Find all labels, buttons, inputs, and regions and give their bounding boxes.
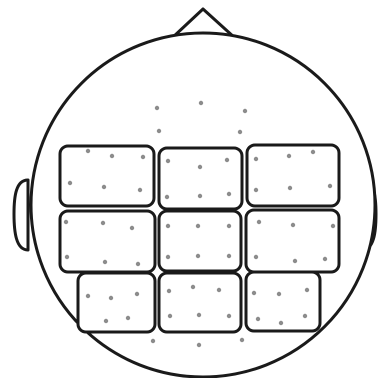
electrode (130, 226, 134, 230)
left-ear (14, 180, 28, 250)
electrode (277, 292, 281, 296)
electrode (291, 223, 295, 227)
electrode (328, 184, 332, 188)
electrode (252, 291, 256, 295)
electrode (287, 154, 291, 158)
electrode (198, 194, 202, 198)
electrode (157, 129, 161, 133)
electrode (64, 220, 68, 224)
electrode (227, 192, 231, 196)
electrode (104, 319, 108, 323)
electrode (198, 165, 202, 169)
electrode (293, 259, 297, 263)
electrode (303, 314, 307, 318)
electrode (196, 224, 200, 228)
electrode (305, 288, 309, 292)
electrode (227, 224, 231, 228)
electrode (257, 220, 261, 224)
electrode (168, 314, 172, 318)
electrode (102, 185, 106, 189)
electrode (288, 186, 292, 190)
electrode (238, 130, 242, 134)
region-box-r2-c2 (159, 211, 241, 271)
electrode (323, 257, 327, 261)
electrode (68, 181, 72, 185)
electrode (217, 288, 221, 292)
electrode (155, 106, 159, 110)
electrode (141, 155, 145, 159)
region-box-r2-c3 (246, 210, 339, 272)
electrode (86, 294, 90, 298)
electrode (279, 321, 283, 325)
electrode (254, 157, 258, 161)
electrode (166, 255, 170, 259)
electrode (110, 154, 114, 158)
electrode (86, 149, 90, 153)
electrode (138, 188, 142, 192)
region-box-r2-c1 (60, 211, 155, 272)
electrode (166, 224, 170, 228)
electrode (165, 195, 169, 199)
electrode (109, 296, 113, 300)
electrode (254, 188, 258, 192)
electrode (167, 289, 171, 293)
region-box-r3-c1 (78, 273, 155, 332)
electrode (101, 221, 105, 225)
electrode (166, 159, 170, 163)
electrode (196, 254, 200, 258)
electrode (256, 317, 260, 321)
electrode (243, 109, 247, 113)
region-box-r1-c3 (247, 145, 339, 206)
electrode (197, 343, 201, 347)
region-boxes (60, 145, 339, 332)
electrode (331, 224, 335, 228)
electrode (199, 101, 203, 105)
electrode (136, 262, 140, 266)
electrode (103, 260, 107, 264)
electrode (227, 314, 231, 318)
region-box-r1-c1 (60, 146, 154, 206)
electrode (151, 339, 155, 343)
electrode (311, 150, 315, 154)
electrode (197, 313, 201, 317)
electrode (126, 316, 130, 320)
electrode (254, 255, 258, 259)
electrode (191, 285, 195, 289)
electrode (225, 158, 229, 162)
region-box-r3-c2 (159, 273, 241, 332)
electrode (227, 254, 231, 258)
electrode (240, 338, 244, 342)
region-box-r1-c2 (159, 148, 242, 209)
electrode (135, 292, 139, 296)
electrode (65, 255, 69, 259)
